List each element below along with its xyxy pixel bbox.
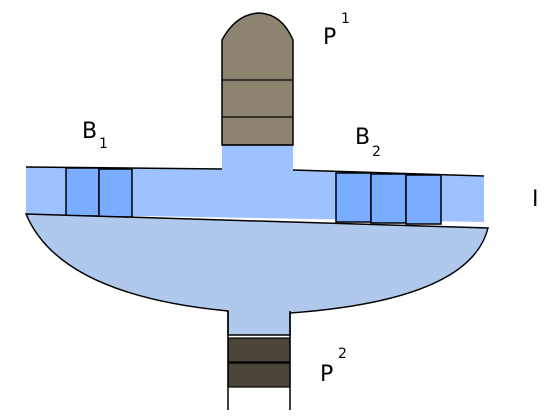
lower-bowl <box>24 213 489 336</box>
label-interface: I <box>532 187 539 212</box>
label-b1: B <box>82 119 97 144</box>
block <box>98 168 133 218</box>
label-b1-sub: 1 <box>99 136 108 152</box>
label-b2: B <box>355 125 370 150</box>
block-group-right <box>335 172 442 225</box>
block <box>65 167 100 217</box>
label-p1: P <box>323 25 336 50</box>
bottom-stem <box>227 311 291 410</box>
block <box>370 173 407 224</box>
top-pillar-neck <box>222 146 293 172</box>
bottom-stem-segment <box>227 362 291 388</box>
label-p2: P <box>320 362 333 387</box>
label-p1-sup: 1 <box>341 11 350 27</box>
label-b2-sub: 2 <box>372 144 381 160</box>
bottom-stem-segment <box>227 337 291 363</box>
band-top-right-line <box>292 169 485 177</box>
band-top-left-line <box>25 166 223 170</box>
block <box>405 174 442 225</box>
top-pillar <box>221 12 294 172</box>
block <box>335 172 372 223</box>
top-pillar-cap <box>221 12 294 146</box>
label-p2-sup: 2 <box>338 346 347 362</box>
block-group-left <box>65 167 133 218</box>
